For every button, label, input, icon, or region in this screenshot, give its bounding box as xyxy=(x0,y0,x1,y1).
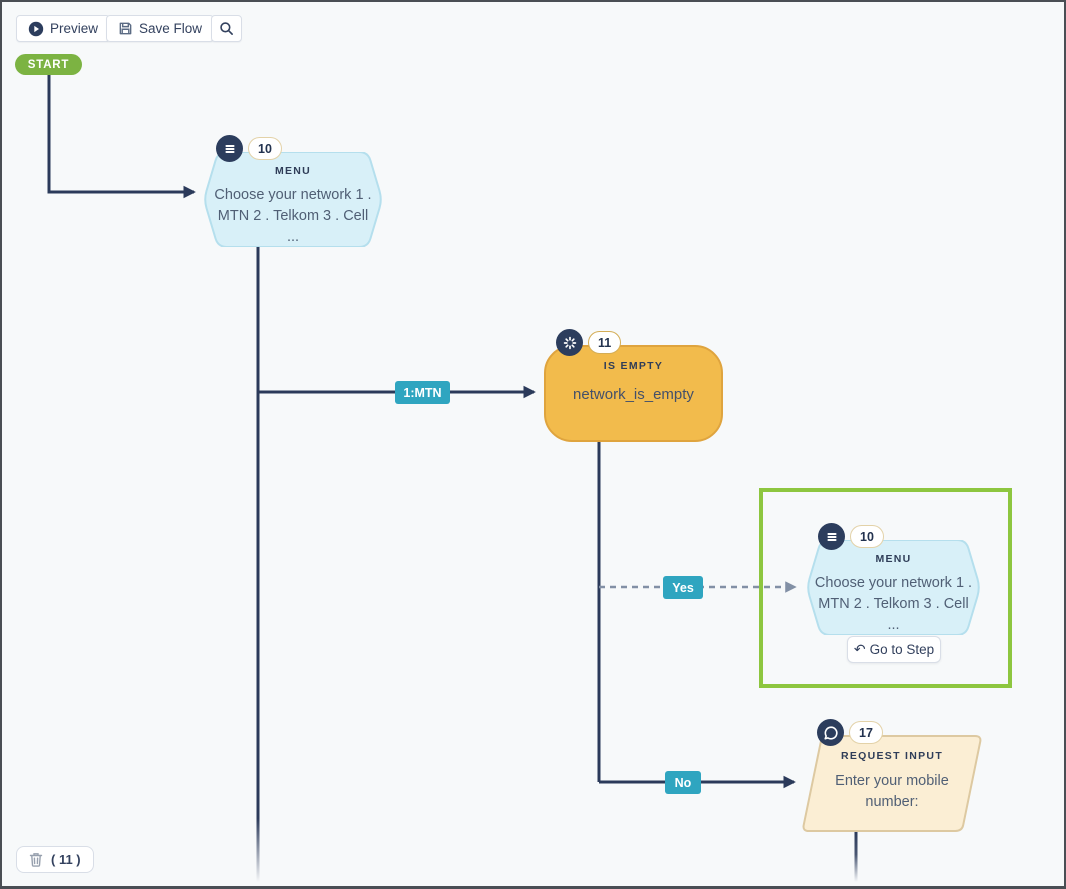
node-id-badge: 17 xyxy=(849,721,883,744)
chat-bubble-icon xyxy=(817,719,844,746)
play-circle-icon xyxy=(28,21,44,36)
save-flow-button[interactable]: Save Flow xyxy=(106,15,215,42)
search-icon xyxy=(220,22,233,35)
edge-label-text: Yes xyxy=(672,580,694,595)
node-text: Choose your network 1 . MTN 2 . Telkom 3… xyxy=(214,187,372,246)
node-type-label: IS EMPTY xyxy=(603,360,664,372)
menu-icon xyxy=(216,135,243,162)
node-text: Enter your mobile number: xyxy=(835,773,949,811)
search-button[interactable] xyxy=(211,15,242,42)
go-to-step-icon: ↶ xyxy=(853,640,866,657)
edge-label-text: No xyxy=(674,775,692,790)
node-id-badge: 10 xyxy=(248,137,282,160)
go-to-step-label: Go to Step xyxy=(869,642,935,657)
edge-label-no[interactable]: No xyxy=(665,771,701,794)
start-node-label: START xyxy=(27,58,70,71)
node-id-badge: 11 xyxy=(588,331,622,354)
edge-label-text: 1:MTN xyxy=(403,385,442,400)
edge-label-1-mtn[interactable]: 1:MTN xyxy=(395,381,450,404)
node-text: Choose your network 1 . MTN 2 . Telkom 3… xyxy=(814,575,973,634)
node-text: network_is_empty xyxy=(573,386,694,403)
node-type-label: REQUEST INPUT xyxy=(840,750,944,762)
edge-start-to-menu xyxy=(47,74,196,199)
node-menu-10-goto[interactable]: 10 MENU Choose your network 1 . MTN 2 . … xyxy=(807,523,980,635)
node-menu-10[interactable]: 10 MENU Choose your network 1 . MTN 2 . … xyxy=(204,135,382,247)
node-id-badge: 10 xyxy=(850,525,884,548)
condition-spinner-icon xyxy=(556,329,583,356)
edge-label-yes[interactable]: Yes xyxy=(663,576,703,599)
preview-button-label: Preview xyxy=(50,21,99,36)
node-type-label: MENU xyxy=(274,165,312,177)
menu-node-shape xyxy=(807,540,980,635)
delete-node-count-button[interactable]: ( 11 ) xyxy=(16,846,94,873)
delete-count-label: ( 11 ) xyxy=(51,852,81,867)
preview-button[interactable]: Preview xyxy=(16,15,111,42)
menu-node-shape xyxy=(204,152,382,247)
trash-icon xyxy=(29,853,43,867)
save-icon xyxy=(119,22,132,35)
node-request-input-17[interactable]: 17 REQUEST INPUT Enter your mobile numbe… xyxy=(802,719,982,832)
menu-icon xyxy=(818,523,845,550)
start-node: START xyxy=(15,54,82,75)
toolbar: Preview Save Flow xyxy=(2,2,1064,50)
node-type-label: MENU xyxy=(875,553,912,565)
node-is-empty-11[interactable]: 11 IS EMPTY network_is_empty xyxy=(544,329,723,442)
is-empty-node-shape xyxy=(544,345,723,442)
save-flow-button-label: Save Flow xyxy=(139,21,203,36)
go-to-step-button[interactable]: ↶ Go to Step xyxy=(847,636,941,663)
